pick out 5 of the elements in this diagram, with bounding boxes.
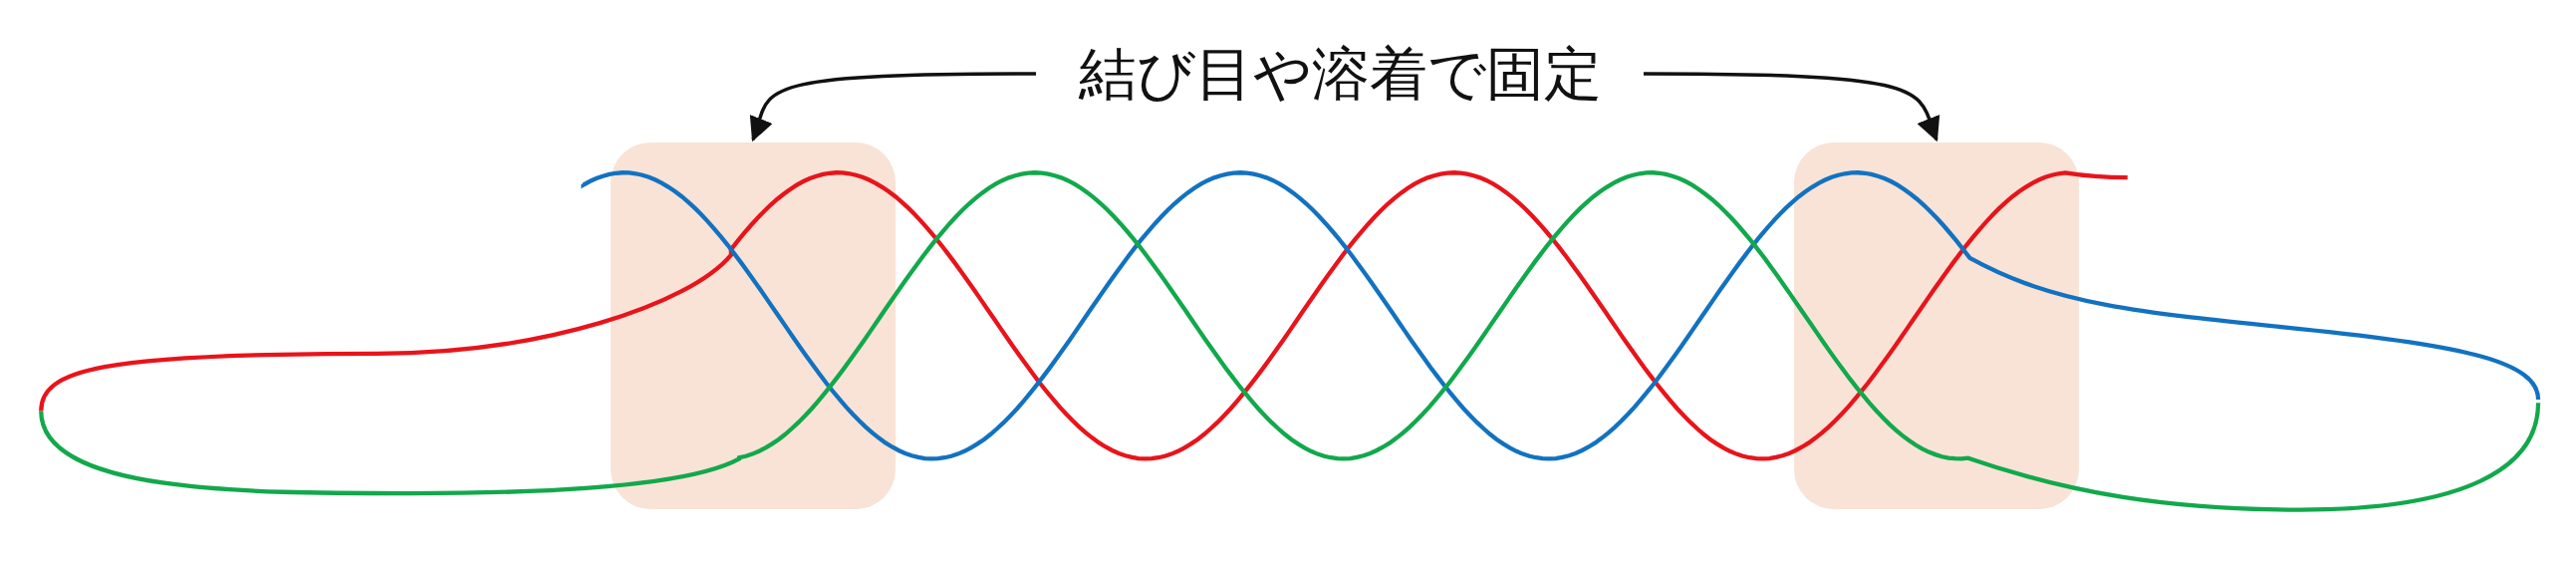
highlight-box (611, 142, 896, 509)
arrow (1644, 72, 1941, 142)
annotation-text: 結び目や溶着で固定 (1078, 45, 1602, 103)
highlight-box (1794, 142, 2079, 509)
arrow (748, 72, 1036, 142)
